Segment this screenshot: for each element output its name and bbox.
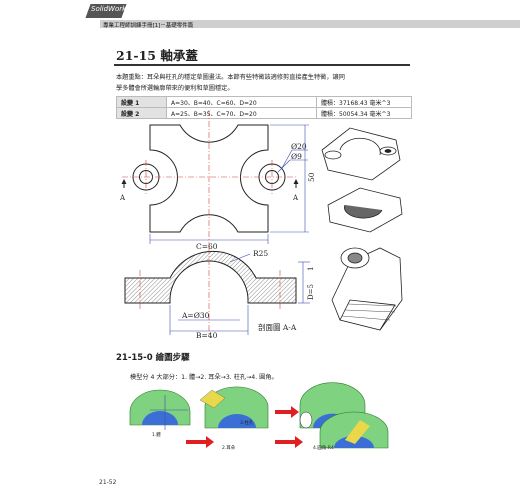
dim-b: B=40	[196, 331, 218, 340]
step-model-2	[199, 386, 269, 429]
section-label-a-left: A	[119, 194, 126, 202]
page-header: SolidWorks 專業工程師訓練手冊[1]－基礎零件篇	[0, 0, 520, 30]
section-label-a-right: A	[292, 194, 299, 202]
intro-text: 本題重點：耳朵與柱孔的穩定草圖畫法。本節有些特徵該適修剪直接產生特徵，讓同 學多…	[116, 72, 412, 94]
step-model-4	[319, 411, 389, 449]
table-row: 設變 2 A=25、B=35、C=70、D=20 體積：50054.34 毫米^…	[116, 107, 412, 119]
intro-line: 學多體會所選輪廓帶來的便利和草圖穩定。	[116, 85, 234, 92]
steps-title: 21-15-0 繪圖步驟	[116, 353, 190, 363]
header-subtitle: 專業工程師訓練手冊[1]－基礎零件篇	[103, 23, 194, 29]
section-view-label: 剖面圖 A-A	[258, 322, 297, 332]
step-tag-3: 3.柱孔	[240, 421, 254, 426]
brand-badge-text: SolidWorks	[91, 5, 130, 13]
section-dimension-lines	[169, 253, 310, 335]
dimension-lines	[149, 124, 309, 244]
center-lines	[122, 110, 296, 245]
dim-phi20: Ø20	[291, 142, 307, 151]
iso-view-top	[321, 127, 401, 181]
header-bar	[100, 20, 520, 28]
iso-view-bottom	[327, 187, 403, 233]
section-title: 21-15 軸承蓋	[116, 48, 198, 63]
arrow-right-icon	[275, 436, 303, 448]
arrow-right-icon	[186, 436, 214, 448]
step-tag-1: 1.體	[152, 433, 161, 438]
dim-a: A=Ø30	[181, 311, 210, 320]
dim-phi9: Ø9	[291, 152, 302, 161]
iso-view-assembly	[331, 247, 403, 331]
design-change-table: 設變 1 A=30、B=40、C=60、D=20 體積：37168.43 毫米^…	[116, 96, 412, 119]
dim-1: 1	[307, 267, 315, 271]
row-volume: 體積：50054.34 毫米^3	[316, 107, 412, 119]
steps-description: 模型分 4 大部分：1. 體→2. 耳朵→3. 柱孔→4. 圓角。	[130, 374, 278, 381]
step-model-1	[129, 389, 191, 430]
dim-c: C=60	[196, 242, 218, 251]
dim-50: 50	[307, 172, 316, 182]
step-tag-2: 2.耳朵	[222, 446, 236, 451]
step-tag-4: 4.圓角-R4	[313, 446, 334, 451]
dim-d: D=5	[307, 284, 315, 300]
section-view	[124, 248, 310, 335]
section-hatch	[124, 250, 297, 304]
title-rule	[114, 64, 410, 66]
arrow-right-icon	[275, 406, 299, 418]
top-view	[121, 110, 309, 245]
step-arrows	[186, 406, 303, 448]
dim-r25: R25	[253, 249, 268, 258]
page-number: 21-52	[99, 479, 117, 486]
table-row: 設變 1 A=30、B=40、C=60、D=20 體積：37168.43 毫米^…	[116, 96, 412, 108]
intro-line: 本題重點：耳朵與柱孔的穩定草圖畫法。本節有些特徵該適修剪直接產生特徵，讓同	[116, 74, 345, 81]
top-view-outline	[149, 124, 269, 233]
